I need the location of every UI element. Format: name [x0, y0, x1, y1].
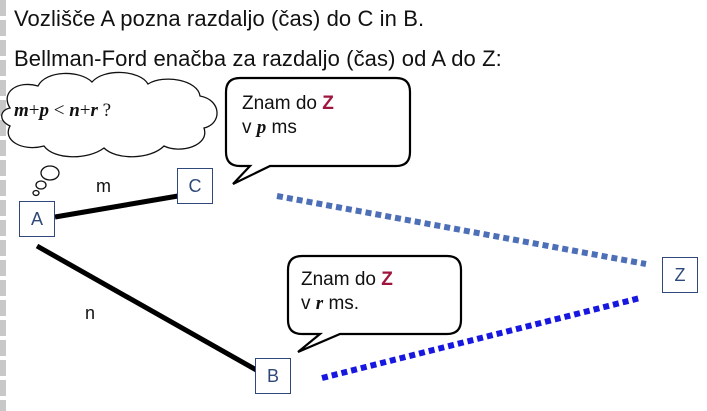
thought-dot-medium: [35, 180, 47, 190]
bubble-c-line1-prefix: Znam do: [242, 93, 323, 114]
thought-var-r: r: [90, 100, 98, 121]
bubble-c-line2-prefix: v: [242, 117, 257, 138]
dotted-path-c-z: [276, 193, 647, 267]
thought-plus-2: +: [79, 100, 91, 121]
node-c: C: [177, 168, 213, 204]
thought-var-n: n: [69, 100, 80, 121]
edge-label-n: n: [85, 303, 96, 323]
left-dashed-rule: [0, 0, 6, 411]
thought-var-p: p: [39, 100, 50, 121]
thought-cloud: [1, 71, 218, 197]
speech-bubble-b: [286, 254, 463, 354]
bubble-c-line2-suffix: ms: [266, 117, 297, 138]
bubble-c-target-z: Z: [322, 93, 334, 114]
node-b: B: [255, 358, 291, 394]
edge-label-m: m: [96, 176, 111, 196]
bubble-b-line2-suffix: ms.: [323, 293, 360, 314]
bubble-c-text: Znam do Z v p ms: [242, 92, 334, 140]
speech-bubble-c: [224, 76, 412, 185]
node-z: Z: [662, 257, 698, 293]
thought-plus-1: +: [28, 100, 40, 121]
bubble-c-var: p: [256, 117, 267, 138]
thought-var-m: m: [14, 100, 29, 121]
heading-line-1: Vozlišče A pozna razdaljo (čas) do C in …: [14, 6, 425, 31]
thought-dot-large: [40, 165, 60, 181]
bubble-b-text: Znam do Z v r ms.: [301, 268, 393, 316]
edge-a-b: [35, 243, 260, 374]
thought-question: ?: [97, 100, 112, 121]
thought-formula: m+p < n+r ?: [14, 100, 111, 122]
bubble-b-target-z: Z: [381, 269, 393, 290]
node-a: A: [19, 201, 55, 237]
bubble-b-line1-prefix: Znam do: [301, 269, 382, 290]
heading-line-2: Bellman-Ford enačba za razdaljo (čas) od…: [14, 46, 502, 71]
thought-less-than: <: [49, 100, 70, 121]
dotted-path-b-z: [321, 295, 641, 381]
thought-dot-small: [32, 189, 40, 197]
bubble-b-line2-prefix: v: [301, 293, 316, 314]
bubble-b-var: r: [315, 293, 324, 314]
edge-a-c: [54, 193, 179, 220]
